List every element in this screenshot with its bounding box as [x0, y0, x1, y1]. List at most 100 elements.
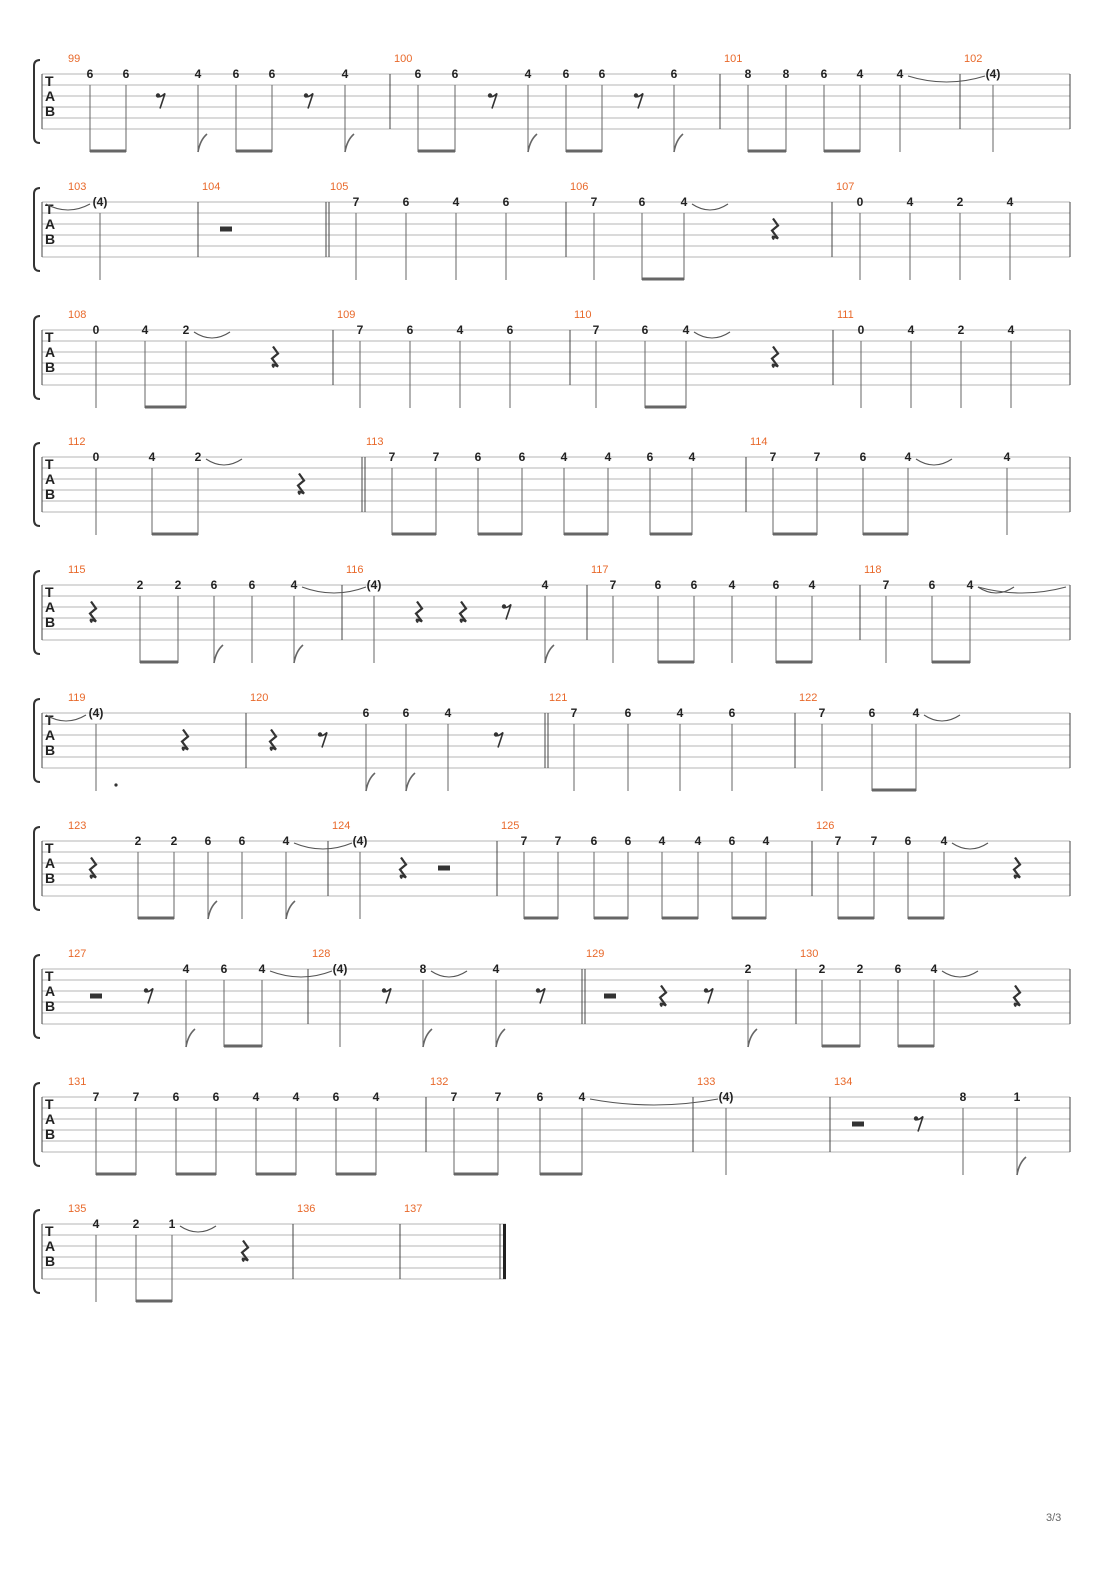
fret-number: 6	[655, 578, 662, 592]
tab-clef-letter: T	[45, 584, 54, 600]
eighth-flag	[207, 900, 218, 920]
tie-arc	[45, 714, 87, 722]
fret-number: 2	[195, 450, 202, 464]
fret-number: 4	[293, 1090, 300, 1104]
measure-number: 133	[697, 1076, 715, 1088]
eighth-flag	[213, 644, 224, 664]
fret-number: 4	[253, 1090, 260, 1104]
fret-number: 4	[967, 578, 974, 592]
quarter-rest	[88, 856, 98, 880]
eighth-flag	[495, 1028, 506, 1048]
measure-number: 126	[816, 820, 834, 832]
tie-arc	[907, 75, 986, 83]
tie-arc	[951, 842, 989, 850]
half-rest	[438, 865, 450, 871]
fret-number: 6	[860, 450, 867, 464]
system-bracket	[33, 698, 41, 783]
fret-number: 6	[403, 706, 410, 720]
tab-clef-letter: B	[45, 231, 55, 247]
fret-number: 6	[123, 67, 130, 81]
measure-number: 107	[836, 181, 854, 193]
tab-clef-letter: T	[45, 968, 54, 984]
tie-arc	[193, 331, 231, 339]
fret-number: 4	[913, 706, 920, 720]
half-rest	[852, 1121, 864, 1127]
fret-number: 7	[770, 450, 777, 464]
fret-number: 6	[729, 834, 736, 848]
fret-number: 7	[357, 323, 364, 337]
measure-number: 108	[68, 309, 86, 321]
fret-number: 8	[745, 67, 752, 81]
fret-number: 6	[537, 1090, 544, 1104]
fret-number: 2	[135, 834, 142, 848]
fret-number: 6	[729, 706, 736, 720]
fret-number: 2	[745, 962, 752, 976]
measure-number: 99	[68, 53, 80, 65]
fret-number: 4	[1008, 323, 1015, 337]
measure-number: 117	[591, 564, 609, 576]
fret-number: 4	[183, 962, 190, 976]
eighth-flag	[544, 644, 555, 664]
quarter-rest	[398, 856, 408, 880]
fret-number: 6	[563, 67, 570, 81]
system-bracket	[33, 1082, 41, 1167]
eighth-rest	[494, 731, 504, 748]
fret-number: 6	[905, 834, 912, 848]
fret-number: 6	[647, 450, 654, 464]
eighth-flag	[344, 133, 355, 153]
fret-number: 8	[420, 962, 427, 976]
quarter-rest	[268, 728, 278, 752]
fret-number: 4	[1004, 450, 1011, 464]
tab-clef-letter: T	[45, 1223, 54, 1239]
fret-number: 6	[625, 706, 632, 720]
measure-number: 116	[346, 564, 364, 576]
half-rest	[220, 226, 232, 232]
fret-number: 2	[857, 962, 864, 976]
eighth-rest	[304, 92, 314, 109]
fret-number: 4	[809, 578, 816, 592]
tab-clef-letter: B	[45, 359, 55, 375]
fret-number: 4	[93, 1217, 100, 1231]
eighth-rest	[144, 987, 154, 1004]
fret-number: 4	[605, 450, 612, 464]
measure-number: 103	[68, 181, 86, 193]
measure-number: 105	[330, 181, 348, 193]
fret-number: 6	[642, 323, 649, 337]
fret-number: 6	[233, 67, 240, 81]
fret-number: 2	[171, 834, 178, 848]
fret-number: 6	[671, 67, 678, 81]
fret-number: 7	[495, 1090, 502, 1104]
fret-number: 8	[960, 1090, 967, 1104]
tie-arc	[693, 331, 731, 339]
fret-number: (4)	[93, 195, 108, 209]
quarter-rest	[180, 728, 190, 752]
fret-number: 4	[342, 67, 349, 81]
fret-number: 6	[249, 578, 256, 592]
quarter-rest	[770, 345, 780, 369]
fret-number: 4	[259, 962, 266, 976]
tab-clef-letter: T	[45, 73, 54, 89]
measure-number: 131	[68, 1076, 86, 1088]
fret-number: 6	[869, 706, 876, 720]
fret-number: 4	[579, 1090, 586, 1104]
fret-number: 6	[211, 578, 218, 592]
fret-number: 4	[142, 323, 149, 337]
quarter-rest	[658, 984, 668, 1008]
tab-clef-letter: T	[45, 201, 54, 217]
fret-number: 0	[93, 323, 100, 337]
tab-clef-letter: A	[45, 88, 55, 104]
tie-arc	[977, 586, 1015, 594]
eighth-rest	[382, 987, 392, 1004]
fret-number: 2	[183, 323, 190, 337]
measure-number: 137	[404, 1203, 422, 1215]
fret-number: 0	[857, 195, 864, 209]
eighth-rest	[536, 987, 546, 1004]
fret-number: 6	[239, 834, 246, 848]
system-bracket	[33, 1209, 41, 1294]
fret-number: 6	[213, 1090, 220, 1104]
measure-number: 101	[724, 53, 742, 65]
system-bracket	[33, 442, 41, 527]
tie-arc	[941, 970, 979, 978]
fret-number: 4	[149, 450, 156, 464]
eighth-flag	[293, 644, 304, 664]
